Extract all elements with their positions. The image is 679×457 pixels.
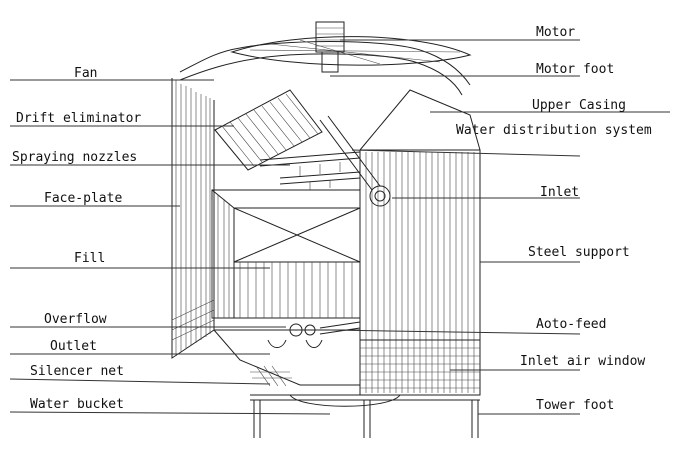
- label-spraying-nozzles: Spraying nozzles: [12, 150, 137, 165]
- label-silencer-net: Silencer net: [30, 364, 124, 379]
- fill-block: [211, 189, 361, 319]
- right-labels: Motor Motor foot Upper Casing Water dist…: [456, 25, 652, 413]
- label-motor: Motor: [536, 25, 575, 40]
- tower-legs: [250, 394, 480, 438]
- fan-shroud: [179, 36, 472, 96]
- label-steel-support: Steel support: [528, 245, 630, 260]
- label-water-distribution-system: Water distribution system: [456, 123, 652, 138]
- water-distribution-pipes: [259, 115, 391, 207]
- label-face-plate: Face-plate: [44, 191, 122, 206]
- label-tower-foot: Tower foot: [536, 398, 614, 413]
- label-drift-eliminator: Drift eliminator: [16, 111, 141, 126]
- label-outlet: Outlet: [50, 339, 97, 354]
- label-overflow: Overflow: [44, 312, 107, 327]
- right-leader-lines: [329, 39, 670, 415]
- motor-body: [315, 21, 345, 73]
- label-water-bucket: Water bucket: [30, 397, 124, 412]
- label-upper-casing: Upper Casing: [532, 98, 626, 113]
- left-labels: Fan Drift eliminator Spraying nozzles Fa…: [12, 66, 141, 412]
- label-aoto-feed: Aoto-feed: [536, 317, 606, 332]
- label-fill: Fill: [74, 251, 105, 266]
- label-inlet-air-window: Inlet air window: [520, 354, 645, 369]
- label-inlet: Inlet: [540, 185, 579, 200]
- label-fan: Fan: [74, 66, 97, 81]
- drift-eliminator-block: [214, 89, 323, 171]
- label-motor-foot: Motor foot: [536, 62, 614, 77]
- left-casing: [171, 78, 215, 359]
- left-leader-lines: [9, 79, 331, 415]
